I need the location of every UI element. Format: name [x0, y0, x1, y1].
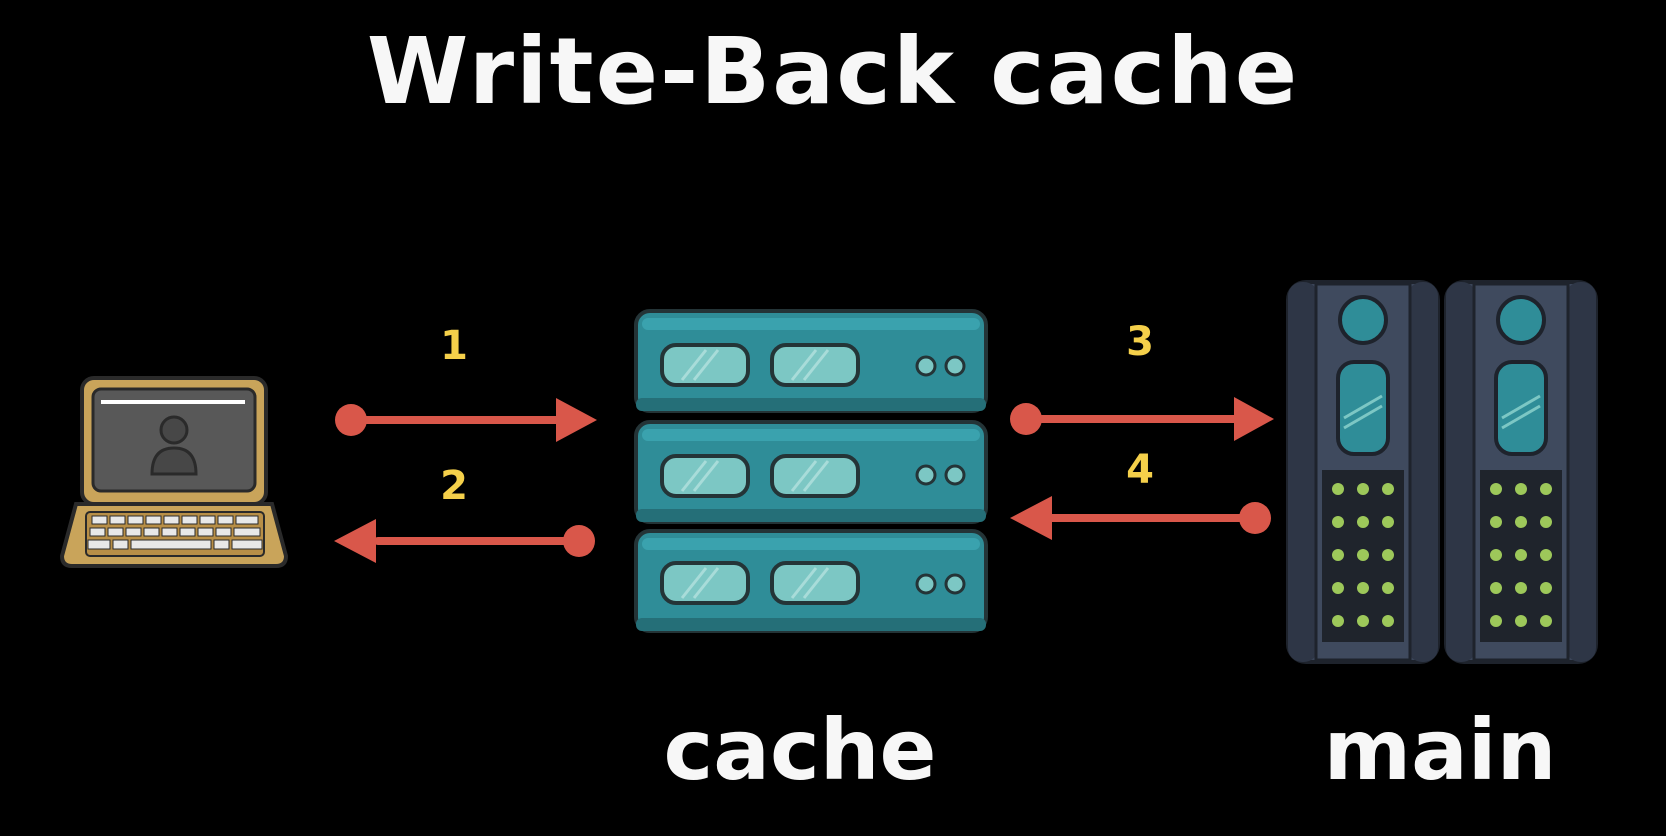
storage-tower [1444, 280, 1598, 664]
server-rack-icon [634, 309, 988, 633]
arrow-step-3 [1010, 397, 1274, 441]
server-unit [634, 529, 988, 633]
laptop-user-icon [59, 376, 289, 568]
step-2-label: 2 [440, 463, 468, 509]
storage-tower-icon [1286, 280, 1598, 664]
step-4-label: 4 [1126, 447, 1154, 493]
step-1-label: 1 [440, 323, 468, 369]
arrow-step-4 [1010, 496, 1271, 540]
cache-label: cache [663, 701, 937, 799]
diagram-title: Write-Back cache [366, 18, 1300, 125]
server-unit [634, 420, 988, 524]
main-label: main [1323, 701, 1557, 799]
step-3-label: 3 [1126, 319, 1154, 365]
arrow-step-1 [335, 398, 597, 442]
storage-tower [1286, 280, 1440, 664]
arrow-step-2 [334, 519, 595, 563]
server-unit [634, 309, 988, 413]
